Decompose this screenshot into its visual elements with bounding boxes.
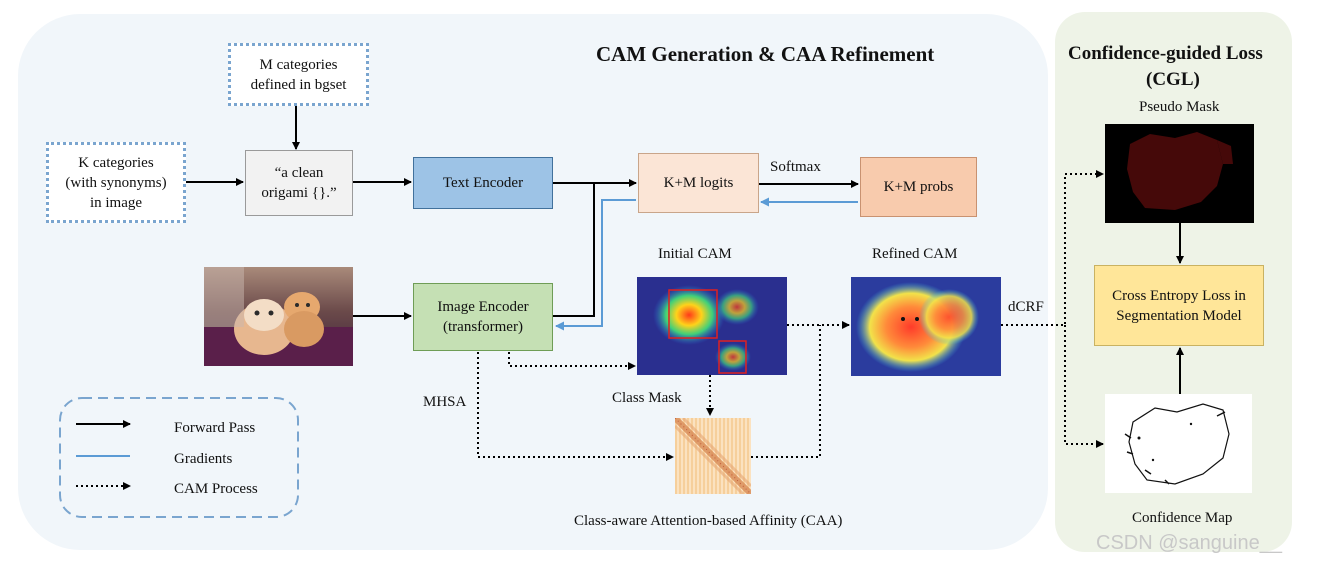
pseudo-mask-label: Pseudo Mask bbox=[1139, 99, 1220, 115]
m-categories-text: M categories defined in bgset bbox=[250, 56, 347, 93]
cgl-panel-title-abbrev: (CGL) bbox=[1146, 69, 1200, 90]
cam-encoder-to-initial-cam bbox=[508, 352, 636, 370]
caa-diagonal bbox=[675, 418, 751, 494]
cgl-panel-title: Confidence-guided Loss bbox=[1068, 43, 1263, 64]
prompt-box: “a clean origami {}.” bbox=[245, 150, 353, 216]
caa-affinity-matrix bbox=[675, 418, 751, 494]
cam-dcrf-to-pseudo bbox=[1001, 170, 1104, 326]
cross-entropy-label: Cross Entropy Loss in Segmentation Model bbox=[1112, 287, 1246, 324]
cam-panel-title: CAM Generation & CAA Refinement bbox=[596, 42, 935, 66]
legend-cam-process-label: CAM Process bbox=[174, 481, 258, 497]
km-probs-box: K+M probs bbox=[860, 157, 977, 217]
gradient-logits-to-image-encoder bbox=[555, 199, 636, 331]
km-probs-label: K+M probs bbox=[883, 179, 954, 195]
kittens-photo bbox=[204, 267, 353, 366]
legend-border bbox=[59, 397, 299, 518]
class-mask-label: Class Mask bbox=[612, 390, 682, 406]
cam-mhsa-to-caa bbox=[477, 352, 674, 461]
text-encoder-label: Text Encoder bbox=[442, 175, 524, 191]
mhsa-label: MHSA bbox=[423, 394, 467, 410]
refined-cam-heatmap bbox=[851, 277, 1001, 376]
text-encoder-box: Text Encoder bbox=[413, 157, 553, 209]
refined-cam-label: Refined CAM bbox=[872, 246, 958, 262]
k-categories-text: K categories (with synonyms) in image bbox=[65, 154, 167, 211]
cross-entropy-box: Cross Entropy Loss in Segmentation Model bbox=[1094, 265, 1264, 346]
arrow-image-encoder-to-logits bbox=[553, 182, 600, 317]
initial-cam-heatmap bbox=[637, 277, 787, 375]
legend-forward-label: Forward Pass bbox=[174, 420, 256, 436]
image-encoder-box: Image Encoder (transformer) bbox=[413, 283, 553, 351]
pseudo-mask-shape bbox=[1127, 132, 1233, 210]
softmax-label: Softmax bbox=[770, 159, 821, 175]
km-logits-label: K+M logits bbox=[663, 175, 734, 191]
pseudo-mask-image bbox=[1105, 124, 1254, 223]
prompt-text: “a clean origami {}.” bbox=[261, 165, 337, 201]
km-logits-box: K+M logits bbox=[638, 153, 759, 213]
caa-label: Class-aware Attention-based Affinity (CA… bbox=[574, 513, 843, 529]
confidence-map-image bbox=[1105, 394, 1252, 493]
watermark: CSDN @sanguine__ bbox=[1096, 532, 1282, 554]
m-categories-box: M categories defined in bgset bbox=[228, 43, 369, 106]
k-categories-box: K categories (with synonyms) in image bbox=[46, 142, 186, 223]
image-encoder-label: Image Encoder (transformer) bbox=[437, 299, 529, 335]
cam-caa-to-refined bbox=[751, 325, 821, 458]
initial-cam-label: Initial CAM bbox=[658, 246, 732, 262]
confidence-map-shape bbox=[1124, 403, 1230, 485]
confidence-map-label: Confidence Map bbox=[1132, 510, 1233, 526]
refined-cam-image bbox=[851, 277, 1001, 376]
kittens-photo-art bbox=[204, 267, 353, 366]
dcrf-label: dCRF bbox=[1008, 299, 1044, 315]
initial-cam-image bbox=[637, 277, 787, 375]
legend-gradients-label: Gradients bbox=[174, 451, 233, 467]
